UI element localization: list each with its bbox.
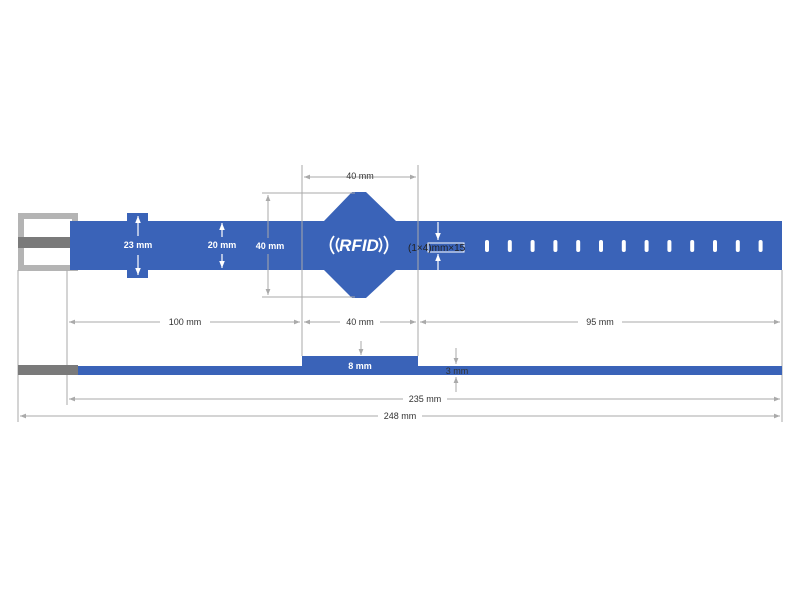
strap-slot <box>485 240 489 252</box>
buckle-side-view <box>18 365 78 375</box>
strap-slot <box>713 240 717 252</box>
strap-slots <box>485 240 763 252</box>
band-thickness-label: 3 mm <box>446 366 469 376</box>
strap-slot <box>530 240 535 252</box>
buckle <box>18 213 78 271</box>
total-length-label: 248 mm <box>384 411 417 421</box>
strap-slot <box>644 240 649 252</box>
strap-slot <box>758 240 763 252</box>
rfid-head <box>324 192 396 298</box>
strap-slot <box>576 240 581 252</box>
head-side-view <box>302 356 418 375</box>
strap-slot <box>621 240 626 252</box>
strap-slot <box>553 240 558 252</box>
notch-width-label: 23 mm <box>124 240 153 250</box>
right-length-label: 95 mm <box>586 317 614 327</box>
band-length-label: 235 mm <box>409 394 442 404</box>
rfid-wave-left <box>329 235 340 255</box>
band-notch <box>127 213 148 278</box>
head-height-label: 40 mm <box>256 241 285 251</box>
strap-slot <box>735 240 740 252</box>
strap-slot <box>507 240 512 252</box>
band-side-view <box>78 366 782 375</box>
rfid-wave-right <box>378 235 389 255</box>
strap-slot <box>599 240 603 252</box>
band-width-label: 20 mm <box>208 240 237 250</box>
head-thickness-label: 8 mm <box>348 361 372 371</box>
rfid-logo: RFID <box>339 236 379 255</box>
head-length-label: 40 mm <box>346 317 374 327</box>
left-length-label: 100 mm <box>169 317 202 327</box>
slot-size-label: (1×4)mm×15 <box>408 243 466 254</box>
head-width-top-label: 40 mm <box>346 171 374 181</box>
strap-slot <box>667 240 672 252</box>
strap-slot <box>690 240 695 252</box>
band-top-view <box>70 221 782 270</box>
